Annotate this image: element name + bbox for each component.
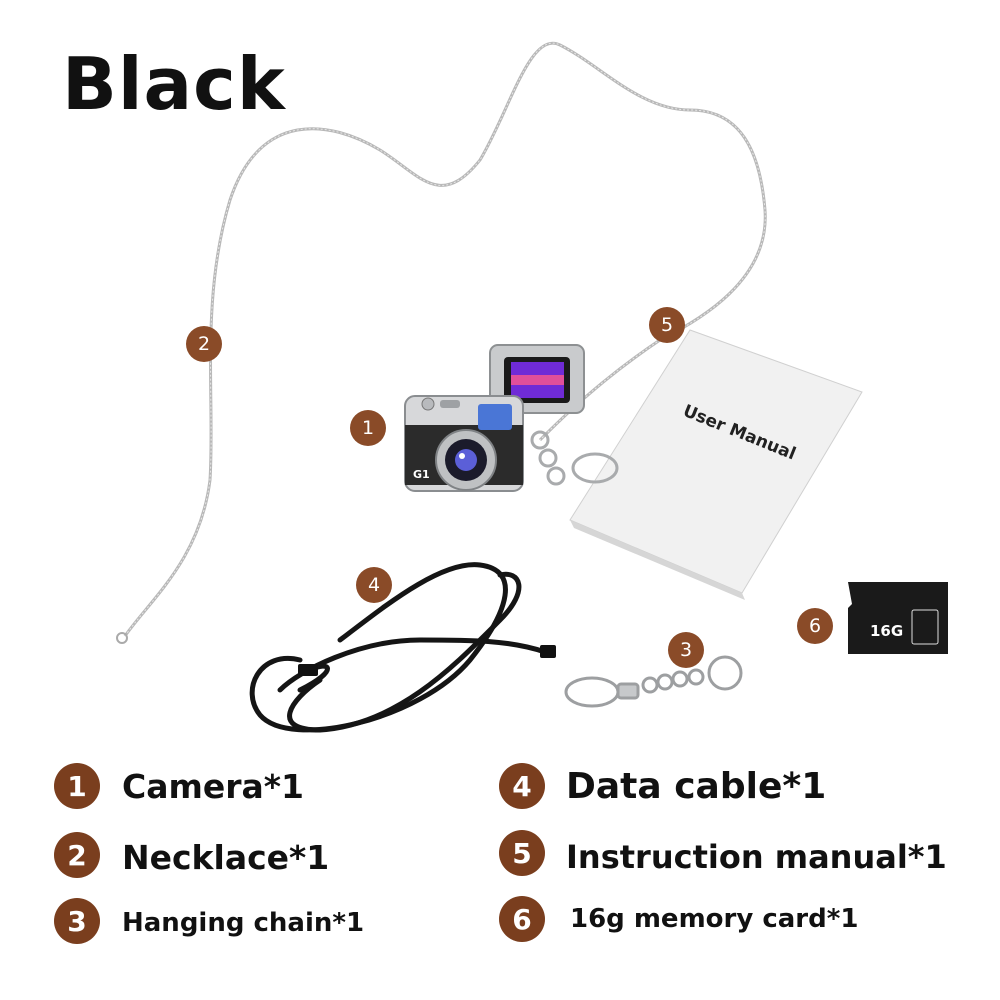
hanging-chain-image — [564, 655, 743, 708]
marker-instruction-manual: 5 — [649, 307, 685, 343]
camera-image: G1 — [404, 395, 524, 492]
legend-number-1: 1 — [54, 763, 100, 809]
color-variant-title: Black — [62, 42, 286, 126]
legend-label-necklace: Necklace*1 — [122, 838, 330, 877]
data-cable-image — [249, 562, 548, 733]
marker-necklace: 2 — [186, 326, 222, 362]
legend-label-data-cable: Data cable*1 — [566, 766, 827, 807]
legend-label-instruction-manual: Instruction manual*1 — [566, 838, 947, 876]
legend-label-camera: Camera*1 — [122, 767, 305, 806]
legend-number-5: 5 — [499, 830, 545, 876]
legend-label-memory-card: 16g memory card*1 — [570, 904, 859, 934]
marker-data-cable: 4 — [356, 567, 392, 603]
legend-number-2: 2 — [54, 832, 100, 878]
legend-number-3: 3 — [54, 898, 100, 944]
usb-a-connector-image — [298, 664, 318, 676]
camera-logo-text: G1 — [413, 468, 430, 481]
legend-number-4: 4 — [499, 763, 545, 809]
legend-label-hanging-chain: Hanging chain*1 — [122, 908, 365, 938]
instruction-manual-image: User Manual — [569, 329, 863, 600]
camera-keyring-image — [530, 430, 619, 486]
legend-number-6: 6 — [499, 896, 545, 942]
marker-camera: 1 — [350, 410, 386, 446]
marker-hanging-chain: 3 — [668, 632, 704, 668]
usb-c-connector-image — [540, 645, 556, 658]
memory-card-image: 16G — [848, 582, 948, 654]
marker-memory-card: 6 — [797, 608, 833, 644]
memory-card-capacity-text: 16G — [870, 622, 903, 640]
